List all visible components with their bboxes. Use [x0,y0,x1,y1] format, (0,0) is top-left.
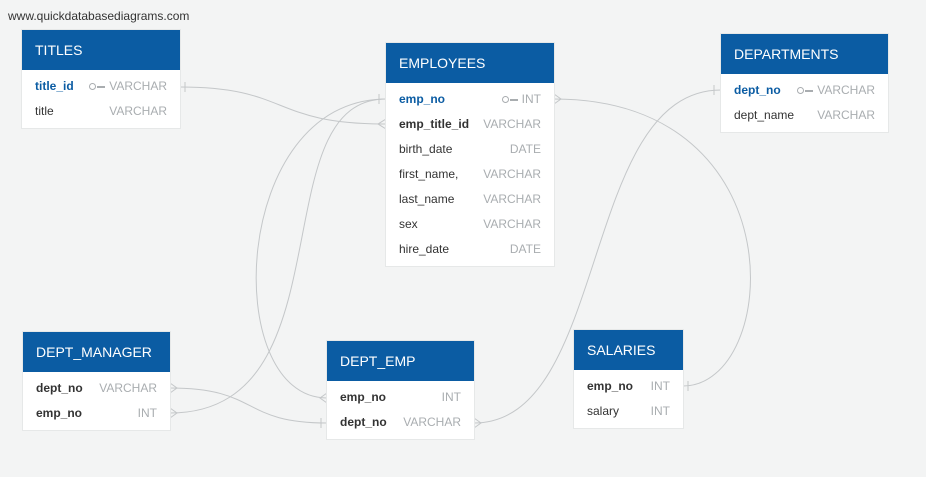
table-title[interactable]: DEPARTMENTS [721,34,888,74]
field-row[interactable]: dept_no VARCHAR [721,78,888,103]
rel-employees-dept-manager [169,98,387,414]
field-row[interactable]: hire_date DATE [386,237,554,262]
field-name: title [35,104,54,118]
field-name: title_id [35,79,74,93]
key-icon [89,82,106,91]
table-title[interactable]: EMPLOYEES [386,43,554,83]
field-type: VARCHAR [483,117,541,131]
table-salaries[interactable]: SALARIES emp_no INT salary INT [574,330,683,428]
field-name: salary [587,404,620,418]
rel-departments-dept-emp [473,89,722,424]
field-type: INT [650,379,670,393]
field-row[interactable]: last_name VARCHAR [386,187,554,212]
field-row[interactable]: title VARCHAR [22,99,180,124]
table-title[interactable]: SALARIES [574,330,683,370]
field-row[interactable]: sex VARCHAR [386,212,554,237]
rel-employees-dept-emp [255,98,387,399]
field-type: INT [137,406,157,420]
table-departments[interactable]: DEPARTMENTS dept_no VARCHAR dept_name VA… [721,34,888,132]
field-name: emp_title_id [399,117,470,131]
field-row[interactable]: emp_no INT [386,87,554,112]
field-type: VARCHAR [89,74,167,99]
key-icon [797,86,814,95]
field-type: VARCHAR [797,78,875,103]
field-row[interactable]: dept_no VARCHAR [23,376,170,401]
rel-dept-manager-dept-emp [169,387,328,424]
field-type: DATE [509,142,541,156]
field-name: emp_no [36,406,83,420]
field-row[interactable]: first_name, VARCHAR [386,162,554,187]
table-titles[interactable]: TITLES title_id VARCHAR title VARCHAR [22,30,180,128]
field-name: first_name, [399,167,459,181]
field-name: emp_no [587,379,634,393]
field-name: hire_date [399,242,450,256]
field-type: VARCHAR [109,104,167,118]
field-row[interactable]: birth_date DATE [386,137,554,162]
table-dept-manager[interactable]: DEPT_MANAGER dept_no VARCHAR emp_no INT [23,332,170,430]
field-type: DATE [509,242,541,256]
field-type: VARCHAR [817,108,875,122]
field-row[interactable]: emp_title_id VARCHAR [386,112,554,137]
key-icon [501,95,518,104]
field-row[interactable]: emp_no INT [574,374,683,399]
field-type: INT [650,404,670,418]
field-row[interactable]: emp_no INT [327,385,474,410]
watermark[interactable]: www.quickdatabasediagrams.com [8,9,190,23]
table-title[interactable]: DEPT_MANAGER [23,332,170,372]
field-name: birth_date [399,142,453,156]
field-type: INT [441,390,461,404]
field-row[interactable]: salary INT [574,399,683,424]
field-type: VARCHAR [483,217,541,231]
field-row[interactable]: dept_name VARCHAR [721,103,888,128]
rel-employees-salaries [553,98,751,387]
table-title[interactable]: DEPT_EMP [327,341,474,381]
rel-titles-employees [179,86,387,125]
table-title[interactable]: TITLES [22,30,180,70]
field-type: VARCHAR [483,167,541,181]
field-row[interactable]: title_id VARCHAR [22,74,180,99]
field-name: emp_no [340,390,387,404]
field-type: VARCHAR [483,192,541,206]
table-employees[interactable]: EMPLOYEES emp_no INT emp_title_id VARCHA… [386,43,554,266]
field-name: dept_no [340,415,387,429]
field-name: dept_no [36,381,83,395]
field-type: VARCHAR [99,381,157,395]
field-name: dept_no [734,83,781,97]
field-name: last_name [399,192,455,206]
field-name: dept_name [734,108,795,122]
field-row[interactable]: emp_no INT [23,401,170,426]
field-type: VARCHAR [403,415,461,429]
table-dept-emp[interactable]: DEPT_EMP emp_no INT dept_no VARCHAR [327,341,474,439]
field-name: sex [399,217,418,231]
field-type: INT [501,87,541,112]
field-row[interactable]: dept_no VARCHAR [327,410,474,435]
field-name: emp_no [399,92,446,106]
